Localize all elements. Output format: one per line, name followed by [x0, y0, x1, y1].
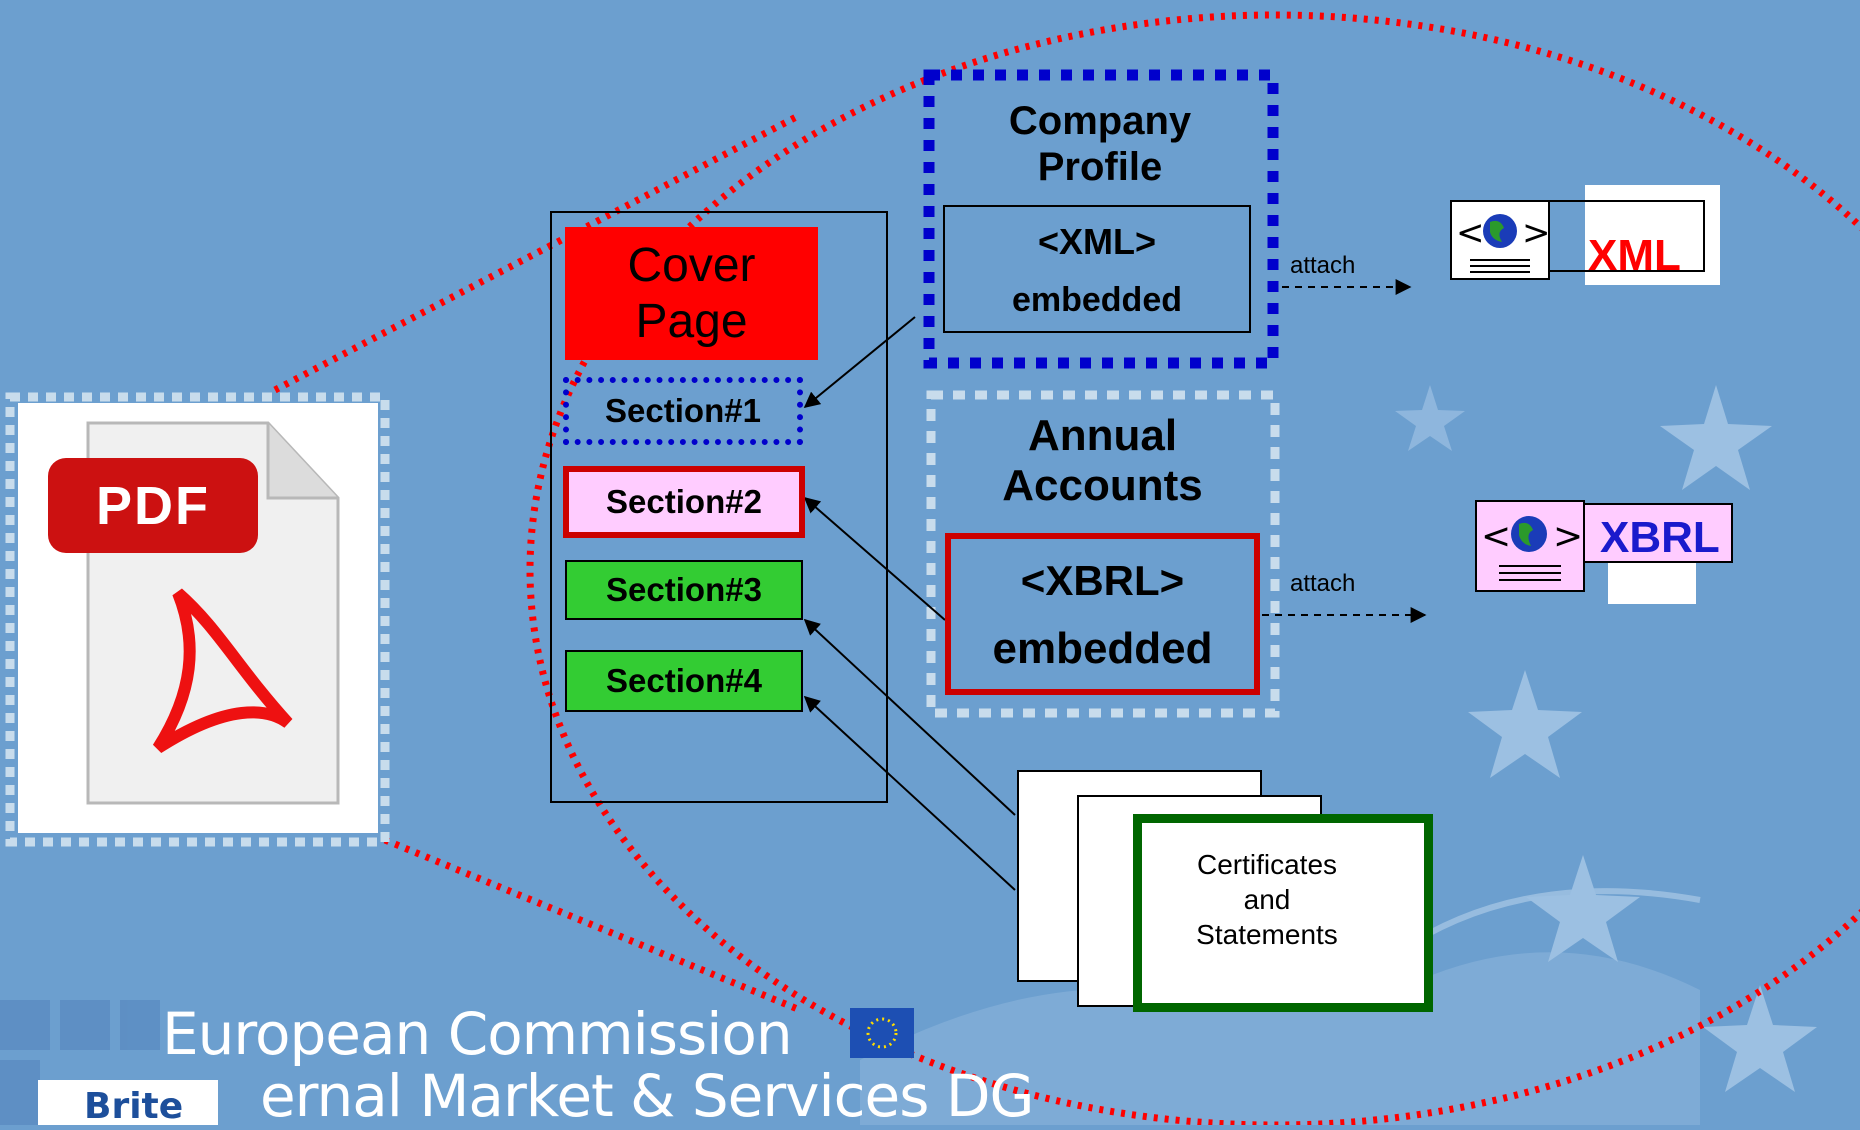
pdf-icon-border [5, 392, 390, 847]
star-decorations [1468, 385, 1817, 1092]
certificates-line-3: Statements [1196, 919, 1338, 950]
attach-label-xml: attach [1290, 252, 1356, 279]
xbrl-file-label: XBRL [1600, 513, 1720, 562]
svg-text:>: > [1553, 516, 1583, 557]
footer-tiles [0, 1000, 160, 1125]
arrow-profile-to-section1 [803, 316, 916, 409]
section-4-block: Section#4 [565, 650, 803, 712]
svg-text:>: > [1522, 213, 1548, 253]
arrow-accounts-to-section2 [803, 496, 946, 621]
svg-text:<: < [1481, 516, 1511, 557]
background-wave [860, 952, 1700, 1125]
star-icon [1395, 385, 1465, 451]
xbrl-file-attachment: < > XBRL [1475, 500, 1735, 610]
arrow-certs-to-section4 [803, 695, 1016, 891]
cover-page-block: Cover Page [565, 227, 818, 360]
zoom-line-bottom [383, 836, 802, 1014]
company-profile-border [923, 69, 1279, 369]
section-3-block: Section#3 [565, 560, 803, 620]
arrow-certs-to-section3 [803, 618, 1016, 816]
xml-file-attachment: < > XML [1450, 185, 1720, 295]
section-2-block: Section#2 [563, 466, 805, 538]
star-icon [1526, 855, 1640, 962]
xml-embedded-box: <XML> embedded [943, 205, 1251, 333]
section-1-block: Section#1 [563, 377, 803, 445]
svg-text:<: < [1456, 213, 1485, 253]
star-icon [1703, 985, 1817, 1092]
xbrl-tag: <XBRL> [1020, 557, 1185, 604]
eu-flag-icon [850, 1008, 914, 1058]
certificates-line-2: and [1243, 884, 1291, 915]
pdf-label: PDF [96, 475, 210, 536]
annual-accounts-title: Annual Accounts [1002, 410, 1203, 510]
document-globe-icon: < > [1475, 500, 1585, 592]
xbrl-embedded-label: embedded [992, 624, 1213, 673]
brite-logo-text: Brite [84, 1086, 184, 1125]
company-profile-title: Company Profile [1008, 98, 1192, 189]
star-icon [1468, 670, 1582, 778]
attach-label-xbrl: attach [1290, 570, 1356, 597]
xbrl-embedded-box: <XBRL> embedded [945, 533, 1260, 695]
certificates-block: Certificates and Statements [1133, 814, 1433, 1012]
pdf-file-icon: PDF [18, 403, 378, 833]
xml-file-label: XML [1588, 231, 1681, 280]
xml-embedded-label: embedded [1011, 280, 1183, 319]
footer-dg-name: ernal Market & Services DG [260, 1062, 1034, 1130]
star-icon [1660, 385, 1772, 490]
certificates-line-1: Certificates [1196, 849, 1338, 880]
document-globe-icon: < > [1450, 200, 1551, 280]
footer-org-name: European Commission [162, 1000, 793, 1068]
xml-tag: <XML> [1037, 221, 1157, 262]
brite-logo: Brite [38, 1080, 218, 1125]
pdf-document-outline [550, 211, 888, 803]
